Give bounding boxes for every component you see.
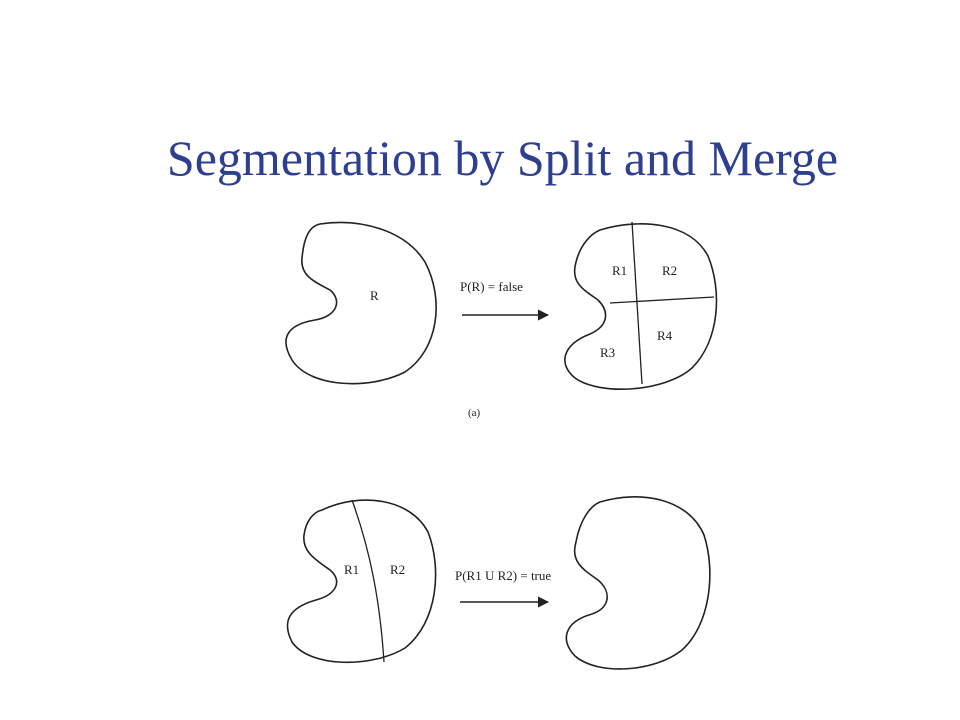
merge-divider-curve	[351, 499, 385, 663]
split-label-r1: R1	[612, 263, 627, 278]
part-a-caption: (a)	[468, 407, 481, 419]
split-region-shape	[564, 223, 718, 390]
split-label-r2: R2	[662, 263, 677, 278]
region-r-shape	[285, 221, 437, 385]
merged-region-shape	[565, 496, 711, 670]
split-vertical-line	[631, 221, 643, 385]
part-b: R1 R2 P(R1 U R2) = true	[286, 496, 711, 670]
predicate-true-label: P(R1 U R2) = true	[455, 568, 551, 583]
merge-label-r1: R1	[344, 562, 359, 577]
split-label-r4: R4	[657, 328, 673, 343]
part-a: R P(R) = false R1 R2 R3 R4 (a)	[285, 221, 718, 419]
split-horizontal-line	[609, 296, 715, 304]
merge-label-r2: R2	[390, 562, 405, 577]
predicate-false-label: P(R) = false	[460, 279, 523, 294]
slide-title: Segmentation by Split and Merge	[166, 130, 839, 186]
region-r-label: R	[370, 288, 379, 303]
split-label-r3: R3	[600, 345, 615, 360]
merge-source-shape	[286, 499, 437, 664]
